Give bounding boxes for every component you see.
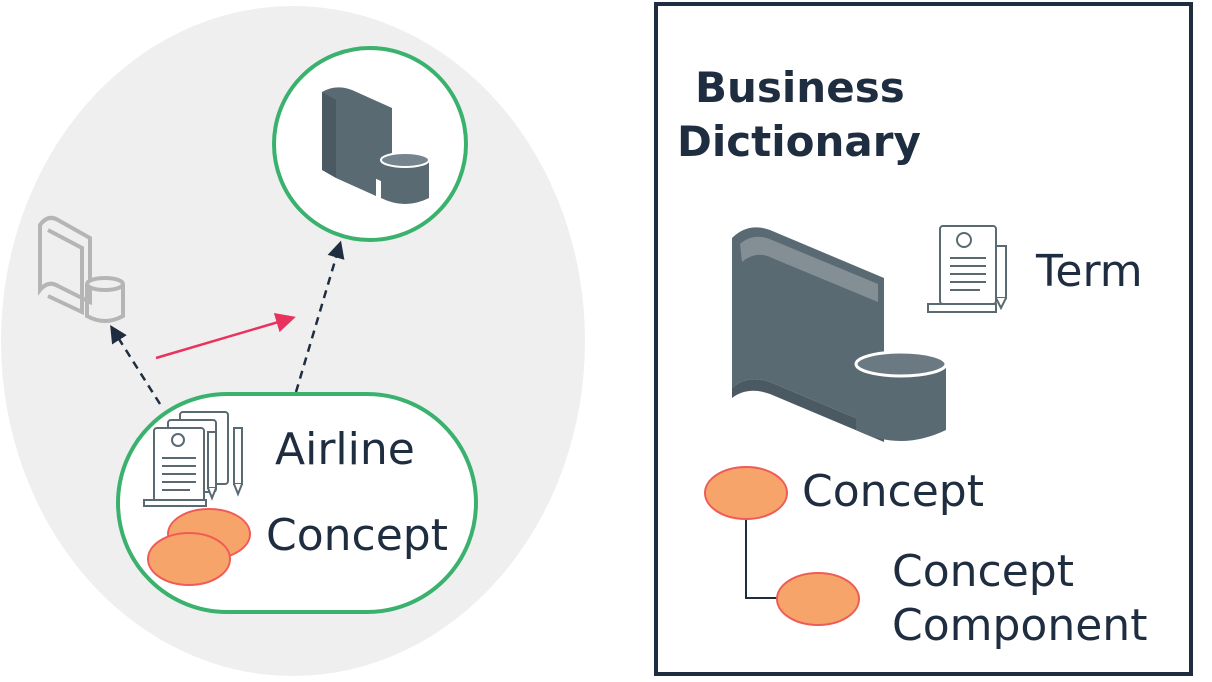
concept-ellipse-right [704,466,788,520]
term-icon [927,225,1007,313]
left-concept-label: Concept [266,510,448,561]
concept-hierarchy-connector [745,518,778,599]
large-book-icon [732,227,884,442]
concept-component-ellipse [776,572,860,626]
dashed-arrow-to-faded [110,325,162,405]
faded-dictionary-icon [38,215,125,323]
component-label-line1: Concept [892,546,1074,597]
right-concept-label: Concept [802,466,984,517]
dictionary-book-icon [322,87,430,204]
term-label: Term [1036,246,1143,297]
dashed-arrow-to-dictionary [294,240,345,393]
pink-arrow [155,312,296,360]
term-documents-icon [143,411,243,507]
panel-title-line1: Business [695,63,905,112]
concept-ellipse-front [147,532,231,586]
panel-title-line2: Dictionary [677,117,921,166]
component-label-line2: Component [892,600,1148,651]
airline-label: Airline [275,424,415,475]
large-database-icon [854,350,948,441]
